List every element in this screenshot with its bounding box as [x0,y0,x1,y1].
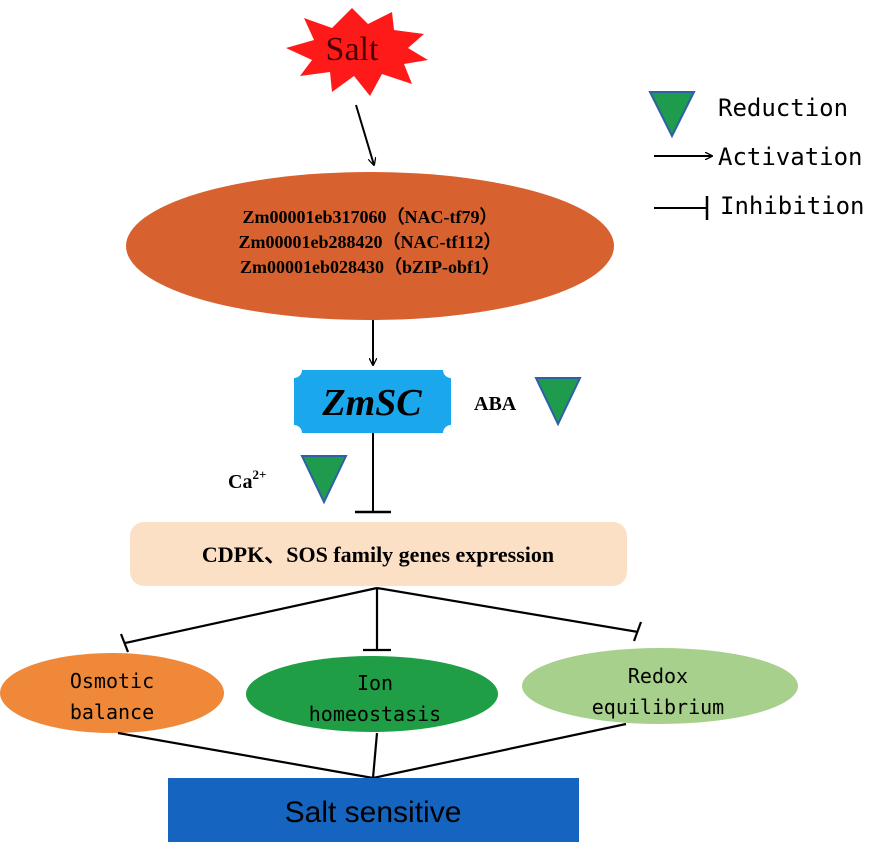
redox-ellipse [522,648,798,724]
osmotic-line1: Osmotic [70,669,154,693]
osmotic-line2: balance [70,700,154,724]
inhibition-bar [119,633,130,653]
inhibition-zmsc-to-expression [355,433,391,514]
redox-line1: Redox [628,664,688,688]
ca-label: Ca2+ [228,467,266,493]
legend-reduction: Reduction [648,91,848,139]
osmotic-balance-node: Osmotic balance [0,653,224,733]
tf-gene-3: Zm00001eb028430（bZIP-obf1） [240,257,500,277]
tf-gene-2: Zm00001eb288420（NAC-tf112） [239,232,502,252]
ion-homeostasis-node: Ion homeostasis [246,656,498,732]
ion-ellipse [246,656,498,732]
legend-activation-label: Activation [718,143,863,171]
legend-reduction-label: Reduction [718,94,848,122]
legend-inhibition: Inhibition [654,192,865,220]
salt-label: Salt [326,31,379,68]
tf-ellipse [126,172,614,320]
redox-line2: equilibrium [592,695,724,719]
ion-line2: homeostasis [309,702,441,726]
legend-activation: Activation [654,143,863,171]
convergence-lines [117,722,627,780]
reduction-icon [648,91,696,139]
legend: Reduction Activation Inhibition [648,91,865,220]
ca-reduction-icon [300,455,348,505]
zmsc-gene-box: ZmSC [294,370,451,433]
expression-box: CDPK、SOS family genes expression [130,522,627,586]
inhibition-bar [632,621,643,642]
inhibition-expression-to-osmotic [119,586,378,653]
outcome-label: Salt sensitive [285,796,462,829]
legend-inhibition-label: Inhibition [720,192,865,220]
osmotic-ellipse [0,653,224,733]
inhibition-line [376,586,639,634]
line-ion-to-outcome [371,732,379,779]
ca-base: Ca [228,471,252,493]
tf-gene-1: Zm00001eb317060（NAC-tf79） [243,207,498,227]
expression-box-shape [130,522,627,586]
activation-arrow-salt-to-tf [355,104,374,165]
line-redox-to-outcome [372,722,627,780]
outcome-box-shape [168,778,579,842]
tf-genes-group: Zm00001eb317060（NAC-tf79） Zm00001eb28842… [126,172,614,320]
aba-label: ABA [474,393,517,415]
inhibition-expression-to-redox [376,586,643,642]
expression-label: CDPK、SOS family genes expression [202,542,554,567]
zmsc-box-shape [294,370,451,433]
salt-trigger: Salt [286,8,428,96]
ca-superscript: 2+ [252,467,266,482]
inhibition-line [124,586,378,645]
zmsc-label: ZmSC [321,382,422,424]
line-osmotic-to-outcome [117,731,374,780]
inhibition-expression-to-ion [363,588,391,652]
aba-reduction-icon [534,377,582,427]
salt-star-shape [286,8,428,96]
salt-sensitive-outcome: Salt sensitive [168,778,579,842]
ion-line1: Ion [357,671,393,695]
redox-equilibrium-node: Redox equilibrium [522,648,798,724]
